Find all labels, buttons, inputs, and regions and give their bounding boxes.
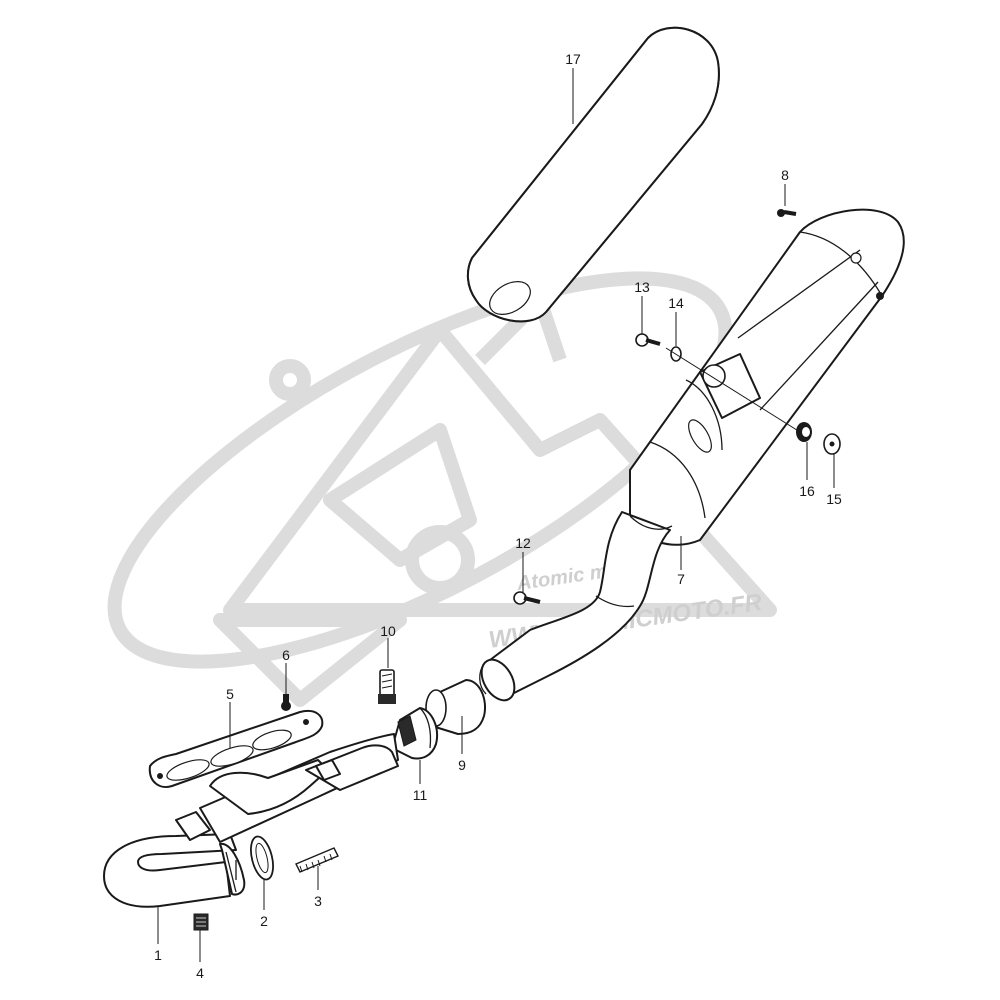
label-part-7: 7 [677,571,685,587]
label-part-9: 9 [458,757,466,773]
part-1-exhaust-pipe [103,733,399,908]
part-4-nut [193,913,209,931]
part-3-stud [295,847,339,873]
label-part-16: 16 [799,483,815,499]
part-6-screw [281,694,291,711]
label-part-4: 4 [196,965,204,981]
part-5-heat-shield [148,710,324,788]
part-7-muffler [479,208,905,702]
label-part-3: 3 [314,893,322,909]
part-12-bolt [513,591,541,605]
part-10-bolt [378,669,396,704]
part-2-gasket [250,835,274,881]
label-part-6: 6 [282,647,290,663]
part-13-bolt [635,333,661,347]
part-11-clamp [391,707,438,760]
label-part-8: 8 [781,167,789,183]
label-part-12: 12 [515,535,531,551]
part-16-collar [796,422,812,442]
part-15-washer [823,433,841,455]
label-part-2: 2 [260,913,268,929]
label-part-1: 1 [154,947,162,963]
label-part-11: 11 [413,787,428,803]
watermark-logo-icon [107,271,777,707]
label-part-15: 15 [826,491,842,507]
leader-lines [157,68,835,962]
label-part-17: 17 [565,51,581,67]
label-part-5: 5 [226,686,234,702]
part-17-muffler-cover [466,26,720,323]
part-8-screw [777,209,797,217]
part-labels: 17 8 13 14 16 15 7 12 10 6 5 11 9 2 3 1 … [154,51,842,981]
label-part-10: 10 [380,623,396,639]
label-part-14: 14 [668,295,684,311]
label-part-13: 13 [634,279,650,295]
